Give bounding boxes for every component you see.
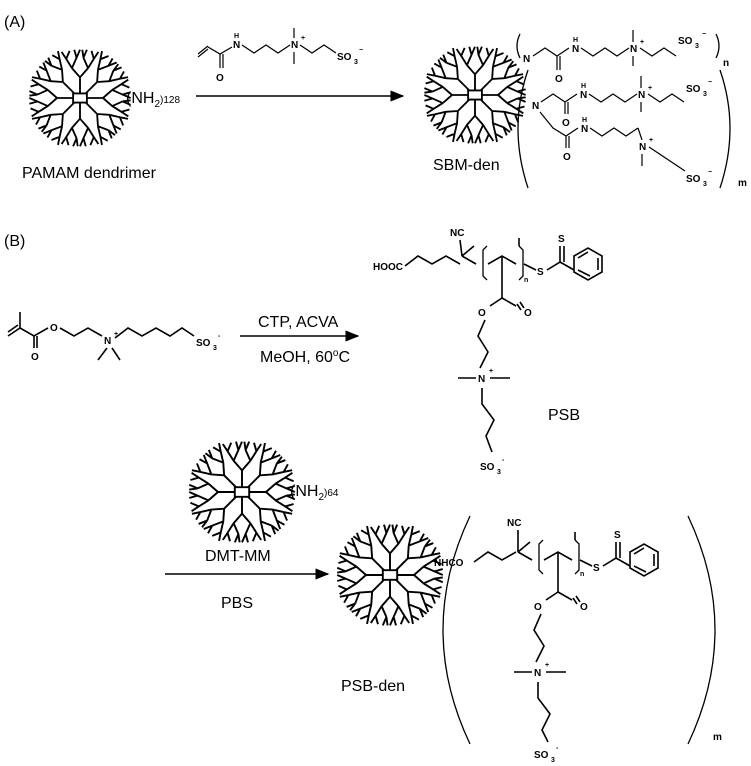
svg-text:-: - — [556, 745, 559, 752]
svg-text:−: − — [702, 31, 706, 38]
svg-text:O: O — [534, 602, 542, 613]
svg-text:O: O — [555, 74, 563, 85]
sbma-monomer-structure: O O N + SO 3 - — [7, 312, 221, 363]
psb-den-name: PSB-den — [341, 678, 405, 695]
svg-text:3: 3 — [695, 43, 699, 50]
sbm-den-branch-m: m N O N H N + SO 3 − O N H N + SO 3 − — [517, 69, 747, 189]
svg-text:m: m — [713, 732, 722, 743]
svg-text:N: N — [639, 142, 646, 153]
svg-text:H: H — [234, 33, 239, 40]
svg-text:N: N — [581, 124, 588, 135]
psb-name: PSB — [548, 407, 580, 424]
svg-text:HOOC: HOOC — [373, 262, 403, 273]
svg-text:N: N — [291, 40, 298, 51]
svg-text:SO: SO — [480, 462, 495, 473]
svg-text:H: H — [582, 117, 587, 124]
svg-text:−: − — [708, 169, 712, 176]
sbm-den-dendrimer-icon — [424, 46, 525, 143]
svg-text:SO: SO — [686, 174, 701, 185]
pamam-nh2-label: (NH2)128 — [126, 90, 180, 110]
svg-text:N: N — [534, 668, 541, 679]
svg-text:m: m — [738, 178, 747, 189]
svg-text:SO: SO — [534, 750, 549, 761]
svg-text:O: O — [216, 73, 224, 84]
svg-text:O: O — [524, 308, 532, 319]
svg-text:SO: SO — [196, 338, 211, 349]
svg-text:3: 3 — [213, 345, 217, 352]
svg-text:n: n — [524, 277, 528, 284]
svg-text:+: + — [301, 35, 305, 42]
svg-text:N: N — [478, 374, 485, 385]
psb-den-dendrimer-icon — [337, 524, 443, 625]
svg-text:N: N — [580, 90, 587, 101]
svg-text:N: N — [630, 44, 637, 55]
svg-text:3: 3 — [703, 181, 707, 188]
panel-a-label: (A) — [4, 14, 25, 31]
svg-text:O: O — [31, 352, 39, 363]
sbm-den-name: SBM-den — [433, 157, 500, 174]
svg-text:+: + — [545, 662, 549, 669]
svg-text:N: N — [572, 44, 579, 55]
svg-text:N: N — [104, 336, 111, 347]
svg-text:NC: NC — [507, 518, 521, 529]
svg-text:O: O — [563, 152, 571, 163]
svg-text:3: 3 — [497, 469, 501, 476]
svg-text:S: S — [614, 530, 621, 541]
psb-den-polymer-structure: m NHCO NC n S S O O N + SO 3 - — [434, 515, 722, 764]
panel-b-label: (B) — [4, 233, 25, 250]
svg-text:H: H — [581, 83, 586, 90]
svg-text:N: N — [233, 40, 240, 51]
svg-text:SO: SO — [337, 52, 352, 63]
svg-text:SO: SO — [686, 84, 701, 95]
svg-text:n: n — [580, 571, 584, 578]
svg-text:NHCO: NHCO — [434, 558, 464, 569]
svg-text:N: N — [523, 54, 530, 65]
dendrimer-64-label: (NH2)64 — [290, 483, 339, 503]
pamam-dendrimer-icon — [29, 49, 130, 146]
svg-text:O: O — [562, 118, 570, 129]
svg-text:+: + — [649, 137, 653, 144]
svg-text:O: O — [580, 602, 588, 613]
svg-text:N: N — [532, 101, 539, 112]
sbm-den-branch-n: N O N H N + SO 3 − n — [516, 30, 729, 85]
svg-text:H: H — [573, 37, 578, 44]
svg-text:−: − — [359, 47, 363, 54]
svg-text:SO: SO — [678, 36, 693, 47]
svg-text:S: S — [558, 234, 565, 245]
svg-text:O: O — [478, 308, 486, 319]
coupling-reagent-top: DMT-MM — [205, 548, 271, 565]
svg-text:S: S — [537, 267, 544, 278]
svg-text:-: - — [502, 457, 505, 464]
sbm-monomer-structure: O N H N + SO 3 − — [197, 28, 363, 84]
dendrimer-64-icon — [189, 441, 295, 542]
svg-text:+: + — [489, 368, 493, 375]
svg-text:3: 3 — [354, 59, 358, 66]
svg-text:−: − — [708, 79, 712, 86]
pamam-dendrimer-name: PAMAM dendrimer — [22, 165, 157, 182]
psb-polymer-structure: HOOC NC n S S O O N + SO 3 - — [373, 228, 603, 476]
raft-conditions-top: CTP, ACVA — [258, 314, 339, 331]
svg-text:-: - — [218, 333, 221, 340]
svg-text:+: + — [640, 39, 644, 46]
svg-text:+: + — [648, 85, 652, 92]
svg-text:3: 3 — [551, 757, 555, 764]
raft-conditions-bottom: MeOH, 60oC — [260, 348, 350, 366]
svg-text:n: n — [723, 58, 729, 69]
coupling-reagent-bottom: PBS — [221, 595, 253, 612]
svg-text:3: 3 — [703, 91, 707, 98]
svg-text:+: + — [114, 331, 118, 338]
svg-text:O: O — [50, 323, 58, 334]
svg-text:S: S — [593, 563, 600, 574]
svg-text:N: N — [638, 90, 645, 101]
svg-text:NC: NC — [450, 228, 464, 239]
